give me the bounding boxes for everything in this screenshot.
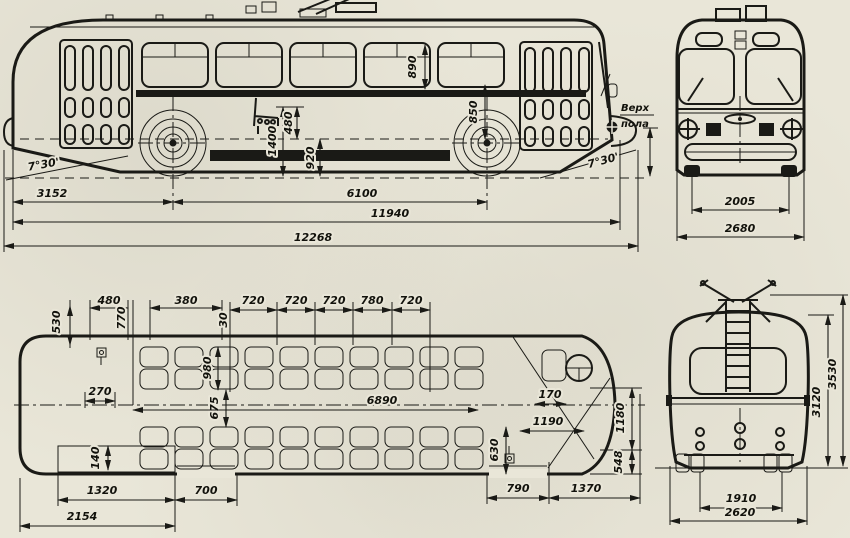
front-vent-icon <box>752 32 780 47</box>
belt-band <box>136 90 586 97</box>
dim-label-pitch-3: 720 <box>323 294 346 307</box>
dim-label-aisle-width: 675 <box>208 396 221 419</box>
rear-trolley-poles-icon <box>699 279 777 303</box>
driver-seat <box>541 349 567 382</box>
dim-label-floor-height: 920 <box>304 146 317 169</box>
side-windows <box>141 42 505 88</box>
dim-label-480: 480 <box>97 294 121 307</box>
dim-label-belt-height: 850 <box>467 100 480 123</box>
plan-view: 530 480 770 380 30 720 720 720 780 720 2… <box>14 292 645 532</box>
dim-label-aisle-length: 6890 <box>367 394 398 407</box>
rear-body-outline <box>668 310 810 470</box>
dim-label-total-height: 3530 <box>826 358 839 389</box>
front-wheel-left <box>684 165 700 177</box>
dim-label-140: 140 <box>89 446 102 469</box>
steering-wheel-icon <box>565 354 593 382</box>
dim-label-770: 770 <box>115 306 128 329</box>
underbody-skirt <box>210 150 450 161</box>
dim-label-seat-top-height: 1400 <box>266 125 279 156</box>
front-door-opening <box>489 469 547 478</box>
dim-label-rear-overhang: 3152 <box>37 187 68 200</box>
dim-label-2154: 2154 <box>67 510 98 523</box>
rear-bumper <box>2 117 15 147</box>
rear-wheels-icon <box>675 453 793 473</box>
dim-label-700: 700 <box>195 484 218 497</box>
seat-profile-icon <box>253 97 279 134</box>
dim-label-380: 380 <box>175 294 198 307</box>
dim-label-548: 548 <box>612 450 625 473</box>
dim-label-rear-track: 1910 <box>726 492 757 505</box>
side-body-outline <box>11 18 614 174</box>
dim-label-pitch-5: 720 <box>400 294 423 307</box>
dim-label-170: 170 <box>539 388 562 401</box>
dim-label-rear-width: 2620 <box>725 506 756 519</box>
windshield-right <box>745 48 802 105</box>
front-wheel-right <box>781 165 797 177</box>
front-view: 2005 2680 <box>675 5 806 241</box>
rear-window <box>689 347 787 395</box>
floor-note-line2: пола <box>621 119 649 130</box>
trolley-poles-icon <box>105 0 377 21</box>
wiper-right-icon <box>777 77 794 102</box>
dim-label-seat-height: 480 <box>282 111 295 135</box>
headlight-right-icon <box>780 118 804 140</box>
dim-label-front-track: 2005 <box>725 195 756 208</box>
dim-label-1180: 1180 <box>614 402 627 433</box>
dim-label-angle-rear: 7°30' <box>27 155 61 173</box>
headlight-left-icon <box>676 118 700 140</box>
dim-label-530: 530 <box>50 310 63 333</box>
dim-label-1320: 1320 <box>87 484 118 497</box>
floor-level-marker: Верх пола <box>605 103 658 177</box>
marker-light-left <box>706 123 721 136</box>
dim-label-30: 30 <box>217 312 230 328</box>
underfloor-box <box>57 445 176 473</box>
dim-label-wheelbase: 6100 <box>347 187 378 200</box>
dim-label-1190: 1190 <box>533 415 564 428</box>
roof-box-icon <box>715 8 741 22</box>
mirror-icon <box>607 83 618 98</box>
front-bumper <box>609 115 638 147</box>
dim-label-front-width: 2680 <box>725 222 756 235</box>
rear-lights-icon <box>695 422 785 451</box>
plan-body-outline <box>18 334 617 476</box>
dim-label-body-height: 3120 <box>810 386 823 417</box>
side-view: 7°30' 7°30' 1400 480 920 890 850 Верх по… <box>2 0 658 252</box>
dim-label-pitch-2: 720 <box>285 294 308 307</box>
front-center-vent <box>734 30 747 40</box>
dim-label-790: 790 <box>507 482 530 495</box>
dim-label-total-length: 12268 <box>294 231 333 244</box>
marker-light-right <box>759 123 774 136</box>
wiper-left-icon <box>687 77 704 102</box>
rear-door-opening <box>177 469 235 478</box>
dim-label-body-length: 11940 <box>371 207 410 220</box>
dim-label-1370: 1370 <box>571 482 602 495</box>
rear-view: 3120 3530 1910 2620 <box>655 279 848 525</box>
front-body-outline <box>675 18 806 177</box>
dim-label-seat-pair: 980 <box>201 356 214 379</box>
passenger-seats <box>139 346 484 470</box>
dim-label-pitch-1: 720 <box>242 294 265 307</box>
stanchion-icon <box>96 347 107 365</box>
rear-ladder-icon <box>705 299 771 392</box>
dim-label-630: 630 <box>488 438 501 461</box>
dim-label-window-height: 890 <box>406 55 419 78</box>
front-center-vent <box>734 40 747 50</box>
floor-note-line1: Верх <box>621 103 650 114</box>
front-vent-icon <box>695 32 723 47</box>
roof-box-icon <box>745 5 767 22</box>
dim-label-pitch-4: 780 <box>361 294 384 307</box>
windshield-left <box>678 48 735 105</box>
dim-label-270: 270 <box>89 385 112 398</box>
